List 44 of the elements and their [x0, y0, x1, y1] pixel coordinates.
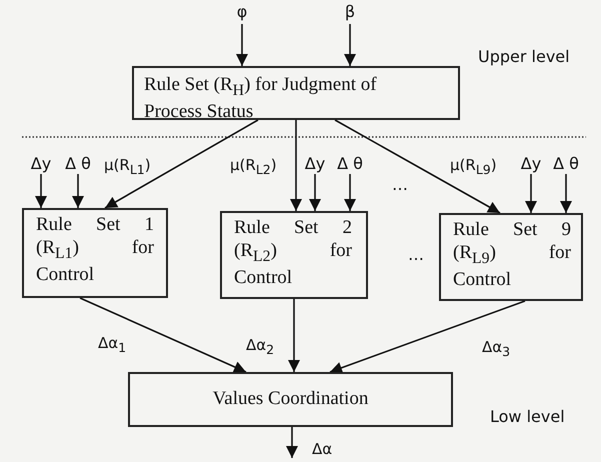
- box-text: Rule Set (R$_{H}$) for Judgment of Process Status: [144, 74, 378, 124]
- arrow: [525, 174, 537, 213]
- process-box: [128, 372, 453, 427]
- edge-label: Δα$_{2}$: [246, 336, 274, 359]
- ellipsis: …: [392, 176, 408, 194]
- box-text: Rule Set 1 (R$_{L1}$) for Control: [36, 214, 154, 286]
- input-label: Δy: [518, 154, 544, 174]
- input-label: Δ θ: [64, 154, 92, 174]
- arrow: [344, 24, 356, 66]
- box-text: Rule Set 2 (R$_{L2}$) for Control: [234, 217, 352, 290]
- ellipsis: …: [408, 246, 424, 264]
- input-label: φ: [232, 2, 252, 24]
- level-label: Upper level: [478, 48, 570, 66]
- arrow: [309, 174, 321, 211]
- input-label: Δy: [28, 154, 54, 174]
- arrow: [330, 300, 526, 374]
- box-text: Values Coordination: [212, 388, 370, 411]
- arrow: [334, 119, 500, 214]
- edge-label: μ(R$_{L2}$): [230, 156, 277, 179]
- arrow: [290, 120, 302, 211]
- box-text: Rule Set 9 (R$_{L9}$) for Control: [453, 219, 571, 292]
- arrow: [236, 24, 248, 66]
- arrow: [286, 427, 298, 458]
- arrow: [104, 119, 258, 209]
- arrow: [80, 297, 246, 373]
- arrow: [72, 174, 84, 208]
- input-label: β: [340, 2, 360, 24]
- arrow: [35, 174, 47, 208]
- process-box: [220, 211, 368, 299]
- arrow: [560, 174, 572, 213]
- level-label: Low level: [490, 408, 565, 426]
- edge-label: Δα: [312, 440, 332, 458]
- edge-label: Δα$_{3}$: [482, 338, 510, 361]
- input-label: Δ θ: [336, 154, 364, 174]
- arrow: [288, 299, 300, 372]
- input-label: Δ θ: [552, 154, 580, 174]
- edge-label: Δα$_{1}$: [98, 334, 126, 357]
- input-label: Δy: [302, 154, 328, 174]
- edge-label: μ(R$_{L9}$): [450, 156, 497, 179]
- process-box: [22, 208, 168, 298]
- process-box: [439, 213, 583, 301]
- arrow: [344, 174, 356, 211]
- process-box: [132, 66, 460, 120]
- edge-label: μ(R$_{L1}$): [104, 156, 151, 179]
